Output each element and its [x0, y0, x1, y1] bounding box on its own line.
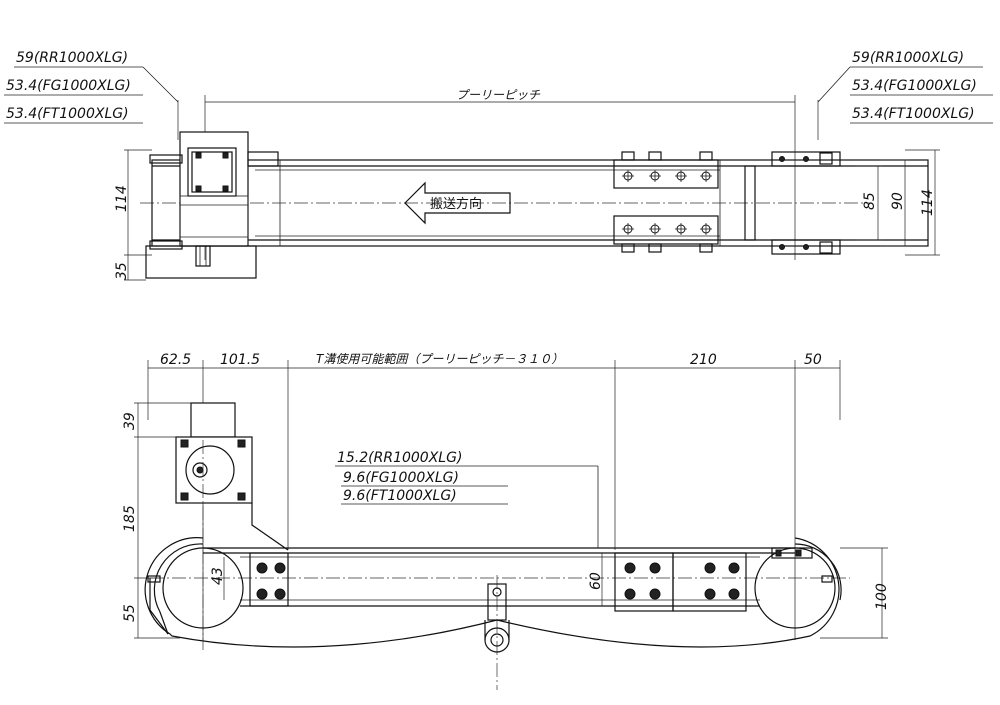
- direction-label: 搬送方向: [430, 196, 482, 212]
- right-label-fg: 53.4(FG1000XLG): [852, 78, 977, 94]
- bracket-plate-top: [613, 159, 719, 189]
- dim-62-5: 62.5: [160, 352, 191, 368]
- left-label-ft: 53.4(FT1000XLG): [6, 106, 129, 122]
- height-label-rr: 15.2(RR1000XLG): [337, 450, 462, 466]
- dim-right-85: 85: [862, 192, 878, 210]
- bracket-bolts: [621, 151, 713, 253]
- height-label-ft: 9.6(FT1000XLG): [343, 488, 457, 504]
- direction-arrow-icon: [404, 181, 511, 225]
- height-label-fg: 9.6(FG1000XLG): [343, 470, 459, 486]
- dim-right-114: 114: [920, 189, 936, 216]
- front-view: 62.5 101.5 T溝使用可能範囲（プーリーピッチ－３１０） 210 50 …: [122, 352, 890, 690]
- dim-185: 185: [122, 505, 138, 532]
- dim-left-114: 114: [114, 185, 130, 212]
- top-view: 59(RR1000XLG) 53.4(FG1000XLG) 53.4(FT100…: [4, 50, 993, 281]
- t-slot-label: T溝使用可能範囲（プーリーピッチ－３１０）: [316, 352, 563, 366]
- right-label-ft: 53.4(FT1000XLG): [852, 106, 975, 122]
- dim-60: 60: [588, 572, 604, 590]
- dim-55: 55: [122, 604, 138, 622]
- left-label-rr: 59(RR1000XLG): [16, 50, 128, 66]
- dim-39: 39: [122, 412, 138, 430]
- pulley-pitch-label: プーリーピッチ: [456, 88, 541, 102]
- motor-top: [190, 402, 236, 438]
- motor-housing: [179, 131, 249, 247]
- dim-right-90: 90: [890, 192, 906, 210]
- dim-210: 210: [690, 352, 717, 368]
- right-label-rr: 59(RR1000XLG): [852, 50, 964, 66]
- dim-101-5: 101.5: [220, 352, 260, 368]
- conveyor-frame-top: [151, 159, 929, 247]
- dim-43: 43: [210, 567, 226, 585]
- left-label-fg: 53.4(FG1000XLG): [6, 78, 131, 94]
- dim-100: 100: [874, 583, 890, 610]
- dim-left-35: 35: [114, 262, 130, 280]
- gear-box: [175, 436, 253, 504]
- bracket-plate-bottom: [613, 215, 719, 245]
- drive-pulley: [162, 547, 244, 629]
- dim-50: 50: [804, 352, 822, 368]
